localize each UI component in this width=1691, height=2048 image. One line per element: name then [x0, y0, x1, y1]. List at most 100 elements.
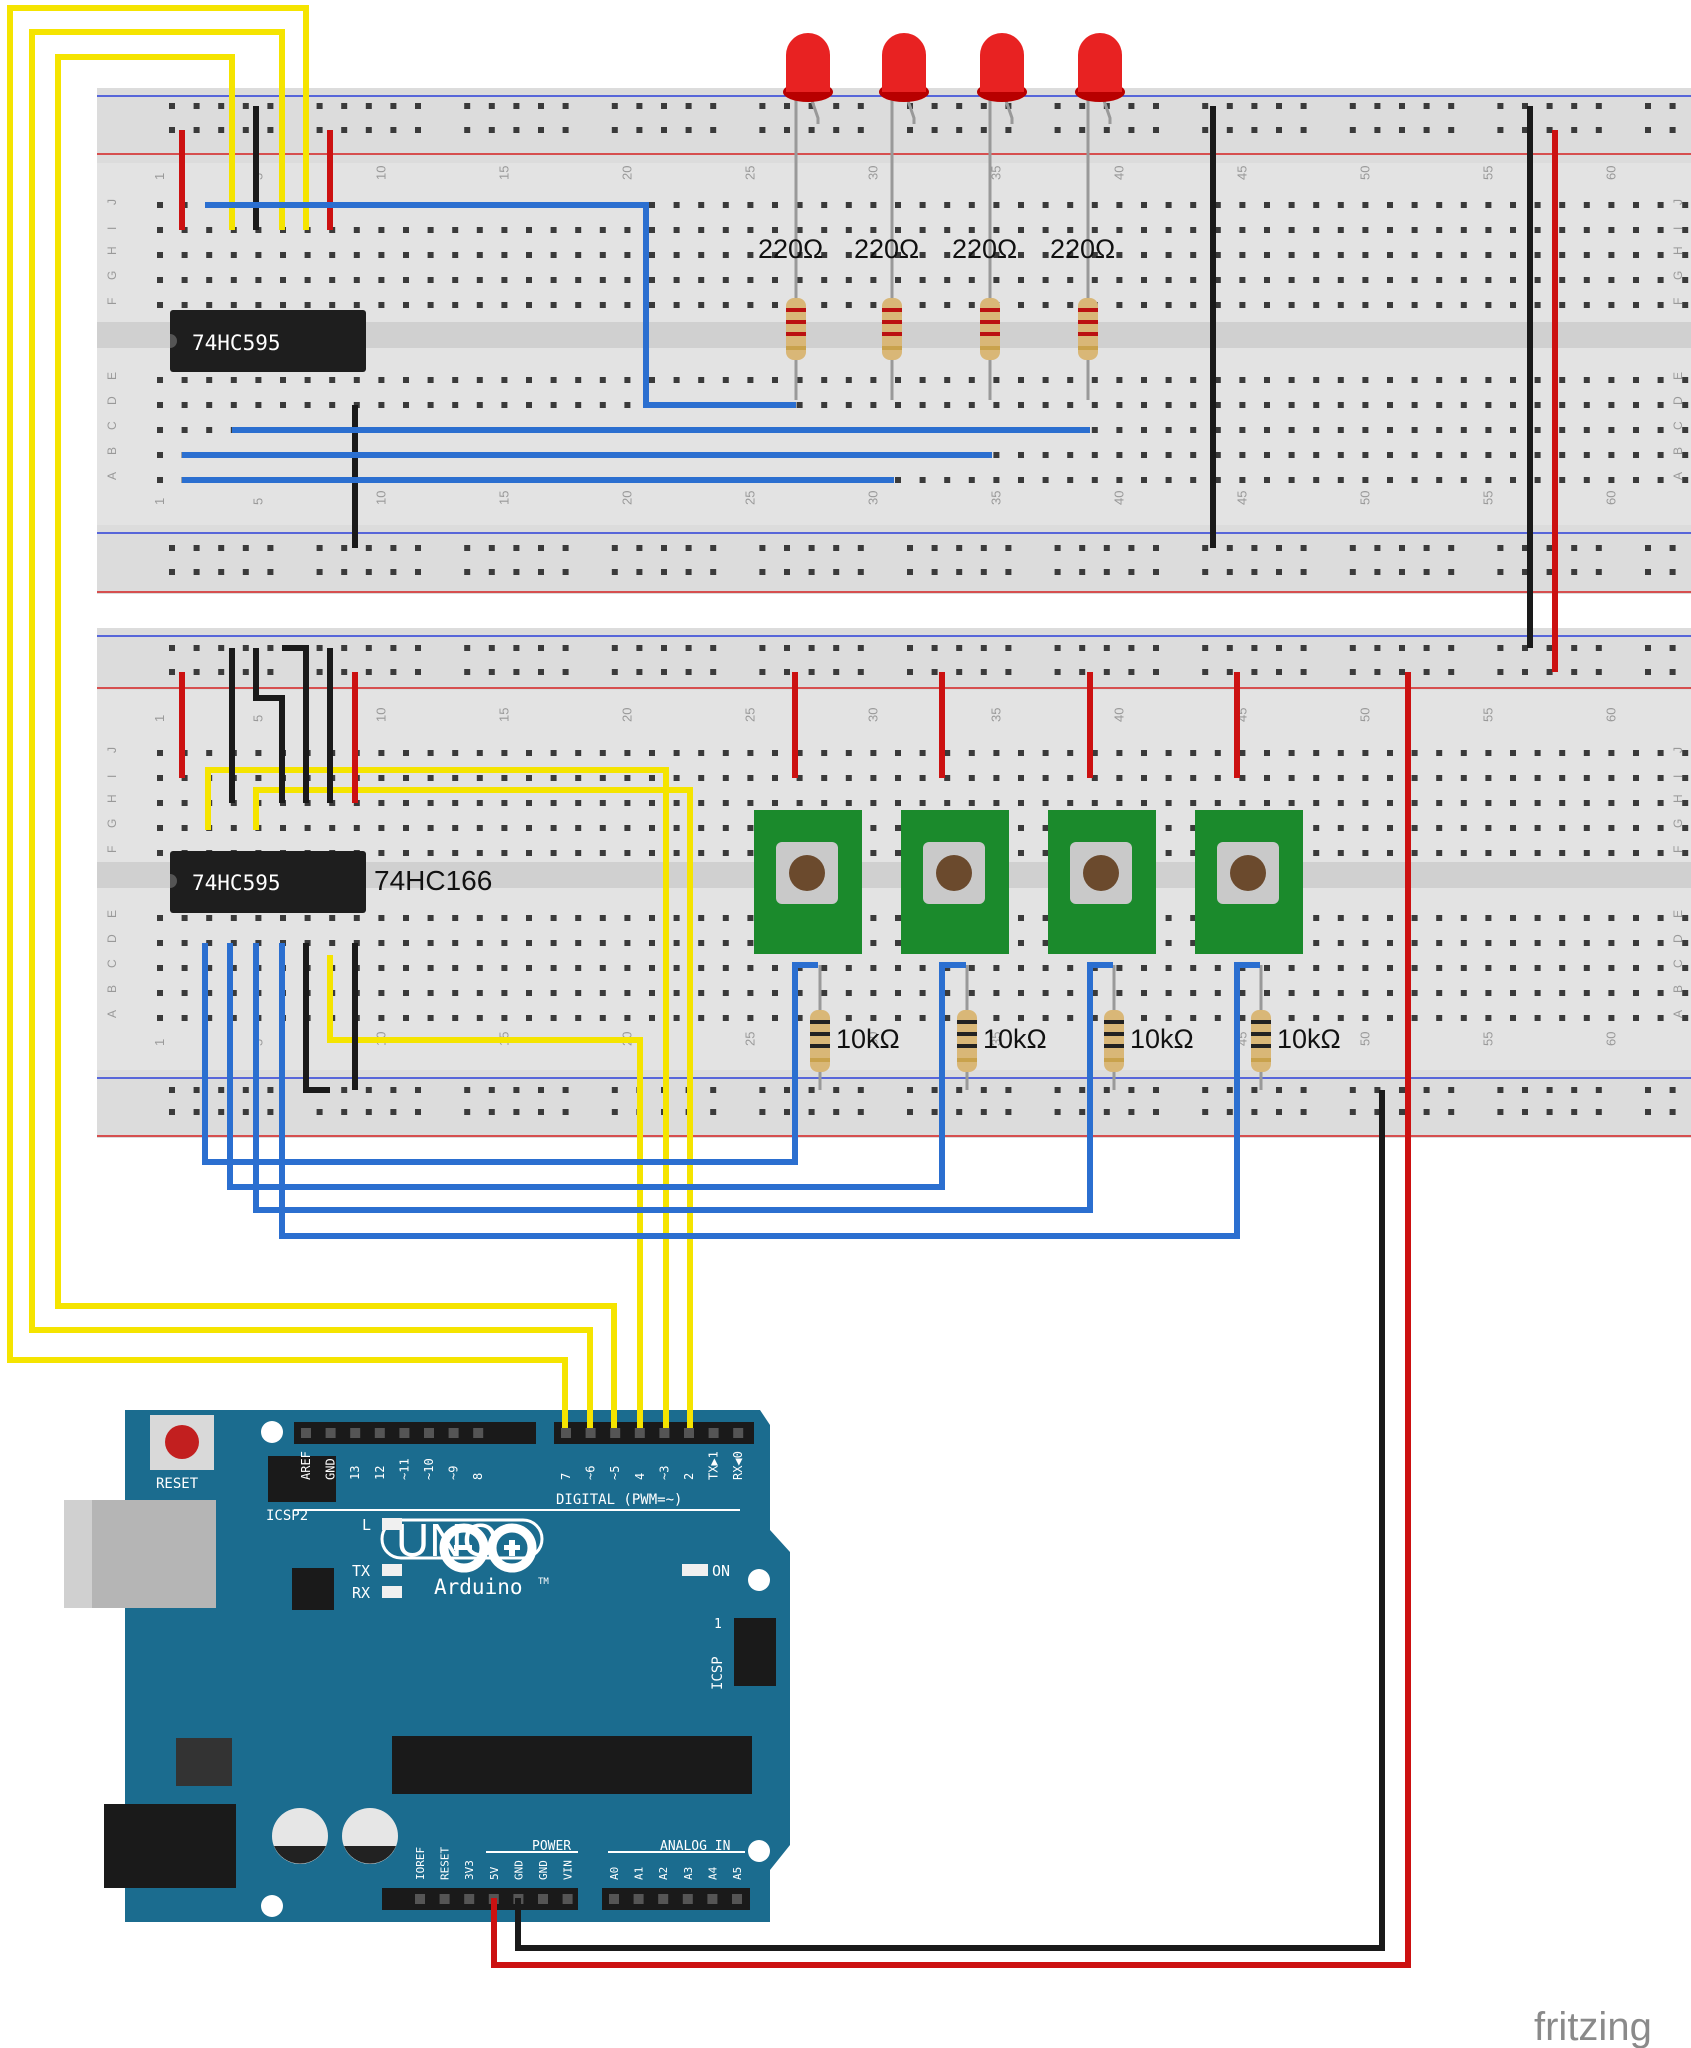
bb-colnum-top-upper: 10: [373, 166, 388, 180]
digital-header-pin: [733, 1428, 744, 1438]
digital-pin-label: ~3: [657, 1466, 671, 1480]
bb-row-letter: D: [105, 934, 119, 943]
bb-row-letter: G: [1671, 271, 1685, 280]
wire-black: [303, 943, 330, 1093]
bb-row-letter: J: [1671, 747, 1685, 753]
bb-row-letter: E: [1671, 910, 1685, 918]
resistor-10k: [957, 965, 977, 1090]
wire-yellow: [55, 54, 617, 1428]
power-header-pin: [464, 1894, 475, 1904]
bb-colnum-top-lower: 5: [250, 498, 265, 505]
digital-header-pin: [473, 1428, 484, 1438]
power-pin-label: GND: [537, 1860, 550, 1880]
bb-row-letter: E: [105, 372, 119, 380]
wire-blue: [253, 943, 1113, 1213]
analog-pin-label: A1: [633, 1867, 646, 1880]
power-pin-label: IOREF: [414, 1847, 427, 1880]
analog-pin-label: A3: [682, 1867, 695, 1880]
bb-row-letter: B: [105, 447, 119, 455]
digital-header-pin: [585, 1428, 596, 1438]
analog-header-pin: [633, 1894, 644, 1904]
bb-colnum-top-lower: 55: [1480, 491, 1495, 505]
bb-colnum-bot-upper: 20: [619, 708, 634, 722]
resistor-220-label: 220Ω: [854, 234, 919, 264]
push-button: [754, 810, 862, 954]
on-label: ON: [712, 1562, 730, 1580]
power-label: POWER: [532, 1839, 571, 1854]
wire-blue: [202, 943, 818, 1165]
resistor-220: [882, 205, 902, 400]
wire-black: [282, 645, 309, 803]
push-button: [1195, 810, 1303, 954]
bb-colnum-bot-lower: 30: [865, 1032, 880, 1046]
analog-header-pin: [682, 1894, 693, 1904]
power-pin-label: RESET: [439, 1847, 452, 1880]
icsp-pin-label: 1: [714, 1617, 722, 1632]
bb-colnum-bot-upper: 35: [988, 708, 1003, 722]
digital-pin-label: 13: [348, 1466, 362, 1480]
resistor-220-label: 220Ω: [952, 234, 1017, 264]
infinity-logo-icon: [439, 1523, 537, 1573]
arduino-brand: Arduino: [434, 1575, 523, 1599]
wire-red: [491, 672, 1411, 1968]
bb-colnum-top-upper: 55: [1480, 166, 1495, 180]
power-header-pin: [439, 1894, 450, 1904]
bb-colnum-bot-upper: 60: [1603, 708, 1618, 722]
digital-header-pin: [424, 1428, 434, 1438]
digital-pin-label: ~10: [422, 1458, 436, 1480]
analog-label: ANALOG IN: [660, 1839, 730, 1854]
bb-colnum-bot-upper: 50: [1357, 708, 1372, 722]
bb-row-letter: A: [105, 1010, 119, 1018]
bb-row-letter: A: [1671, 1010, 1685, 1018]
bb-row-letter: A: [1671, 472, 1685, 480]
bb-colnum-top-lower: 10: [373, 491, 388, 505]
bb-row-letter: G: [105, 271, 119, 280]
analog-header-pin: [658, 1894, 669, 1904]
analog-header-pin: [732, 1894, 742, 1904]
bb-row-letter: I: [1671, 775, 1685, 778]
bb-colnum-top-lower: 25: [742, 491, 757, 505]
digital-pin-label: 2: [682, 1473, 696, 1480]
bb-colnum-top-lower: 45: [1234, 491, 1249, 505]
red-led: [1075, 33, 1125, 205]
icsp-label: ICSP: [710, 1656, 726, 1690]
power-pin-label: GND: [512, 1860, 525, 1880]
resistor-10k: [1104, 965, 1124, 1090]
bb-colnum-top-upper: 45: [1234, 166, 1249, 180]
analog-pin-label: A4: [706, 1866, 719, 1880]
resistor-220-label: 220Ω: [1050, 234, 1115, 264]
chip-small: [292, 1568, 334, 1610]
digital-header-pin: [374, 1428, 385, 1438]
bb-colnum-bot-upper: 15: [496, 708, 511, 722]
wire-blue: [205, 202, 796, 408]
bb-row-letter: C: [105, 421, 119, 430]
bb-colnum-top-upper: 30: [865, 166, 880, 180]
breadboard-top: [97, 88, 1691, 594]
wire-blue: [279, 943, 1260, 1239]
red-led: [879, 33, 929, 205]
bb-row-letter: B: [1671, 985, 1685, 993]
bb-colnum-bot-lower: 50: [1357, 1032, 1372, 1046]
bb-colnum-bot-lower: 60: [1603, 1032, 1618, 1046]
bb-colnum-top-upper: 1: [152, 173, 167, 180]
digital-header-pin: [708, 1428, 719, 1438]
analog-header-pin: [609, 1894, 619, 1904]
bb-row-letter: G: [1671, 819, 1685, 828]
power-header-pin: [538, 1894, 548, 1904]
bb-row-letter: J: [105, 747, 119, 753]
bb-row-letter: C: [105, 959, 119, 968]
bb-row-letter: C: [1671, 421, 1685, 430]
bb-colnum-top-upper: 40: [1111, 166, 1126, 180]
power-header-pin: [415, 1894, 425, 1904]
bb-row-letter: D: [1671, 934, 1685, 943]
bb-colnum-top-lower: 50: [1357, 491, 1372, 505]
chip-label-bottom: 74HC595: [192, 871, 281, 895]
bb-colnum-top-upper: 15: [496, 166, 511, 180]
bb-row-letter: A: [105, 472, 119, 480]
red-led: [783, 33, 833, 205]
push-button: [901, 810, 1009, 954]
reset-label: RESET: [156, 1476, 199, 1492]
bb-colnum-bot-upper: 10: [373, 708, 388, 722]
bb-colnum-bot-lower: 35: [988, 1032, 1003, 1046]
digital-pin-label: RX◀0: [731, 1451, 745, 1480]
